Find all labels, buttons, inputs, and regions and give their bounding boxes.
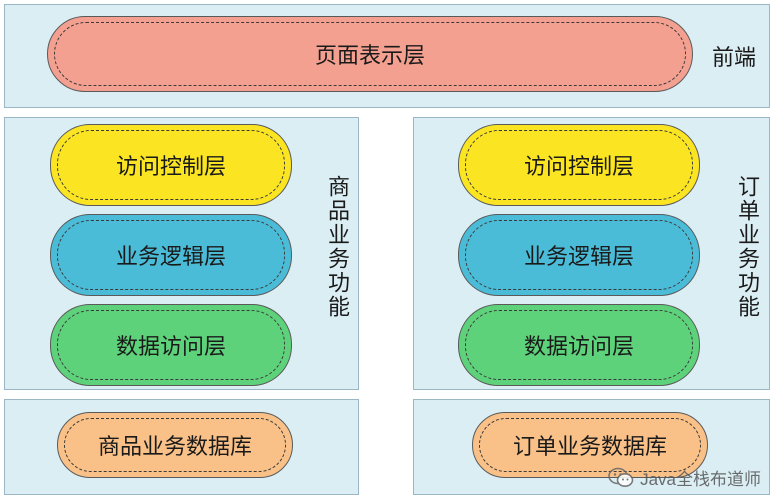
goods-business-logic-layer: 业务逻辑层 (50, 214, 292, 296)
order-database-label: 订单业务数据库 (512, 435, 667, 460)
goods-function-label: 商品业务功能 (324, 175, 349, 319)
goods-data-access-label: 数据访问层 (115, 335, 226, 360)
goods-business-logic-label: 业务逻辑层 (115, 245, 226, 270)
order-function-label: 订单业务功能 (734, 175, 759, 319)
goods-access-control-layer: 访问控制层 (50, 124, 292, 206)
order-data-access-label: 数据访问层 (523, 335, 634, 360)
order-business-logic-label: 业务逻辑层 (523, 245, 634, 270)
goods-database: 商品业务数据库 (57, 412, 293, 478)
goods-access-control-label: 访问控制层 (115, 155, 226, 180)
presentation-layer-label: 页面表示层 (314, 44, 425, 69)
watermark-text: Java全栈布道师 (640, 470, 761, 489)
order-database: 订单业务数据库 (472, 412, 708, 478)
presentation-layer: 页面表示层 (47, 16, 693, 92)
watermark: Java全栈布道师 (608, 465, 761, 490)
order-access-control-label: 访问控制层 (523, 155, 634, 180)
goods-data-access-layer: 数据访问层 (50, 304, 292, 386)
goods-database-label: 商品业务数据库 (97, 435, 252, 460)
wechat-icon (608, 467, 634, 487)
order-business-logic-layer: 业务逻辑层 (458, 214, 700, 296)
order-data-access-layer: 数据访问层 (458, 304, 700, 386)
frontend-label: 前端 (712, 46, 757, 71)
order-access-control-layer: 访问控制层 (458, 124, 700, 206)
